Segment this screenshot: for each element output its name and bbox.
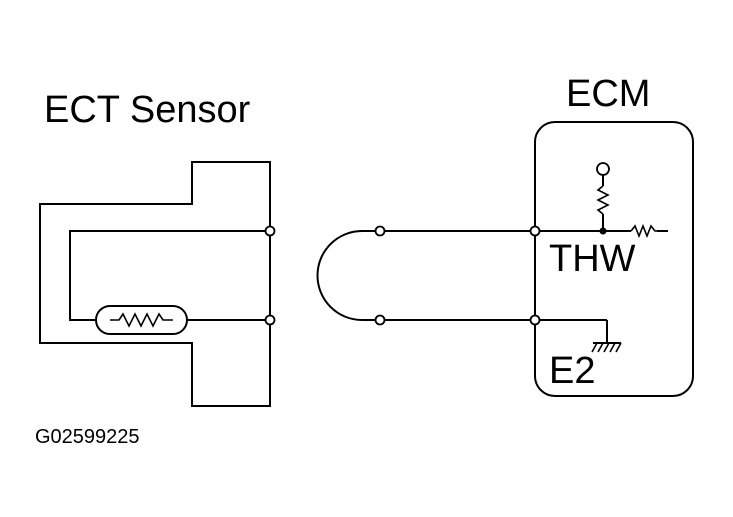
thermistor-icon [95, 305, 188, 335]
sensor-terminal-thw [264, 225, 276, 237]
voltage-source-icon [596, 162, 610, 186]
ground-icon [591, 320, 622, 353]
sensor-title: ECT Sensor [44, 89, 251, 131]
sensor-internal-wire [69, 230, 270, 321]
sensor-housing [39, 161, 271, 407]
ecm-title: ECM [566, 73, 650, 115]
ecm-terminal-e2 [529, 314, 541, 326]
figure-id: G02599225 [35, 426, 140, 448]
internal-resistor-icon [630, 223, 668, 239]
ecm-terminal-thw [529, 225, 541, 237]
harness-terminal-lower [374, 314, 386, 326]
harness-loop [316, 230, 380, 321]
resistor-icon [596, 185, 610, 231]
e2-label: E2 [549, 350, 595, 392]
sensor-terminal-e2 [264, 314, 276, 326]
thw-label: THW [549, 238, 636, 280]
harness-terminal-upper [374, 225, 386, 237]
ecm-box [534, 121, 694, 397]
